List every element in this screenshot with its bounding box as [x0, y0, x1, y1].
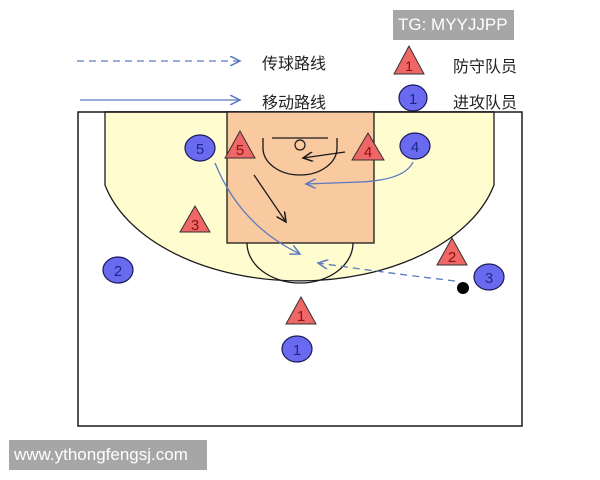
restricted-area-arc: [262, 138, 338, 176]
attacker-2: 2: [102, 256, 134, 284]
legend-defender-label: 防守队员: [453, 57, 518, 76]
svg-text:3: 3: [191, 217, 199, 234]
legend-defender-icon: 1: [393, 44, 425, 75]
legend: 1 1: [77, 44, 428, 112]
svg-text:1: 1: [405, 58, 413, 74]
attacker-4: 4: [399, 132, 431, 160]
ball: [457, 282, 469, 294]
svg-text:3: 3: [485, 270, 493, 287]
defender-4: 4: [351, 132, 385, 161]
legend-attacker-icon: 1: [398, 84, 428, 112]
legend-pass-route-label: 传球路线: [262, 54, 327, 73]
move-route-defender-5: [253, 174, 286, 222]
defender-3: 3: [179, 204, 211, 234]
svg-text:4: 4: [364, 144, 372, 161]
move-route-attacker-4: [306, 161, 414, 184]
rim: [294, 139, 306, 151]
legend-attacker-label: 进攻队员: [453, 93, 518, 112]
defender-1: 1: [285, 295, 317, 325]
paint-lane: [226, 111, 375, 244]
defender-5: 5: [224, 129, 256, 159]
attacker-1: 1: [281, 335, 313, 363]
legend-move-route-label: 移动路线: [262, 93, 327, 112]
free-throw-circle: [246, 242, 354, 284]
svg-text:2: 2: [114, 263, 122, 280]
defender-2: 2: [436, 236, 468, 266]
svg-text:5: 5: [196, 141, 204, 158]
attacker-5: 5: [184, 134, 216, 162]
svg-text:2: 2: [448, 249, 456, 266]
svg-text:1: 1: [409, 91, 417, 108]
pass-route-attacker-3: [318, 263, 456, 282]
watermark-bottom: www.ythongfengsj.com: [9, 440, 207, 470]
move-route-defender-4: [303, 151, 346, 158]
svg-text:5: 5: [236, 142, 244, 159]
svg-text:4: 4: [411, 139, 419, 156]
svg-text:1: 1: [293, 342, 301, 359]
svg-text:1: 1: [297, 308, 305, 325]
attacker-3: 3: [473, 263, 505, 291]
move-route-attacker-5: [214, 162, 300, 254]
watermark-top: TG: MYYJJPP: [393, 10, 514, 40]
